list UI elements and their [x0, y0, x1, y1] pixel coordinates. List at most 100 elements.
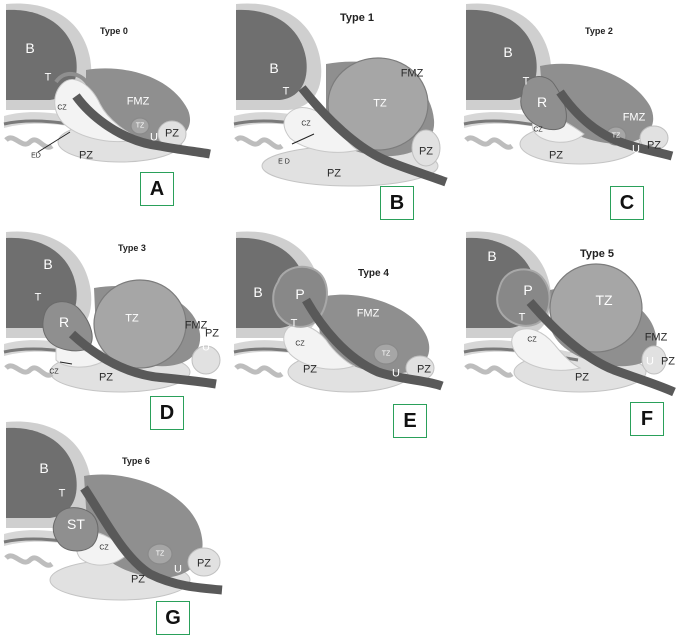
bladder	[6, 427, 77, 518]
anatomy-diagram	[233, 3, 448, 187]
urethra	[526, 299, 676, 397]
label-pz-bottom: PZ	[574, 371, 590, 384]
label-b: B	[25, 40, 35, 56]
transition-zone	[147, 543, 173, 565]
label-ed: ED	[31, 152, 41, 160]
label-b: B	[43, 256, 53, 272]
panel-letter-c: C	[610, 186, 644, 220]
ed-leader-line	[291, 133, 315, 145]
panel-letter-a: A	[140, 172, 174, 206]
label-pz-bottom: PZ	[326, 167, 342, 180]
label-pz-bottom: PZ	[302, 363, 318, 376]
label-t: T	[282, 85, 290, 98]
transition-zone	[373, 343, 399, 365]
label-pz-bottom: PZ	[130, 573, 146, 586]
label-u: U	[646, 355, 654, 368]
panel-title: Type 5	[580, 248, 615, 260]
label-fmz: FMZ	[202, 531, 226, 544]
label-b: B	[39, 460, 49, 476]
label-r: R	[58, 314, 70, 330]
panel-letter-b: B	[380, 186, 414, 220]
anatomy-diagram	[463, 3, 674, 165]
panel-title: Type 0	[100, 26, 128, 36]
label-b: B	[487, 248, 497, 264]
cz-leader-line	[59, 361, 73, 365]
label-pz-right: PZ	[418, 145, 434, 158]
urethra	[298, 85, 448, 187]
urethra	[80, 485, 223, 595]
label-r: R	[536, 94, 548, 110]
subtrigonal-lobe-st	[52, 507, 99, 552]
label-fmz: FMZ	[126, 95, 150, 108]
seminal-vesicle-coil	[4, 553, 54, 568]
label-cz: CZ	[301, 120, 311, 128]
panel-title: Type 3	[118, 243, 146, 253]
peripheral-zone-right	[411, 129, 441, 167]
panel-letter-f: F	[630, 402, 664, 436]
label-pz-right: PZ	[660, 355, 676, 368]
trigone-outline	[54, 72, 90, 86]
label-t: T	[518, 311, 526, 324]
panel-title: Type 4	[358, 268, 389, 279]
label-st: ST	[67, 516, 85, 532]
label-tz: TZ	[611, 132, 621, 140]
anatomy-diagram	[3, 421, 223, 601]
seminal-vesicle-coil	[234, 363, 284, 378]
peripheral-zone-right	[187, 547, 221, 577]
label-pz-right: PZ	[164, 127, 180, 140]
label-fmz: FMZ	[644, 331, 668, 344]
panel-title: Type 1	[340, 12, 375, 24]
label-u: U	[150, 131, 158, 144]
label-t: T	[290, 317, 298, 330]
seminal-vesicle-coil	[234, 135, 284, 150]
label-u: U	[202, 341, 210, 354]
ed-leader-line	[37, 131, 71, 153]
urethra	[302, 297, 444, 391]
bladder	[236, 9, 307, 100]
label-tz: TZ	[381, 350, 391, 358]
transition-zone	[93, 279, 187, 369]
urethra	[556, 89, 674, 161]
central-zone	[283, 324, 356, 370]
label-tz: TZ	[595, 292, 613, 308]
label-cz: CZ	[57, 104, 67, 112]
label-pz-bottom: PZ	[548, 149, 564, 162]
seminal-vesicle-coil	[4, 135, 54, 150]
label-pz-bottom: PZ	[98, 371, 114, 384]
label-b: B	[503, 44, 513, 60]
label-pz-right: PZ	[204, 327, 220, 340]
label-cz: CZ	[49, 368, 59, 376]
anatomy-diagram	[463, 231, 676, 397]
label-u: U	[174, 563, 182, 576]
anatomy-diagram	[3, 3, 211, 163]
label-b: B	[269, 60, 279, 76]
panel-letter-g: G	[156, 601, 190, 635]
label-cz: CZ	[295, 340, 305, 348]
label-fmz: FMZ	[400, 67, 424, 80]
transition-zone	[130, 117, 150, 135]
label-p: P	[523, 282, 533, 298]
label-cz: CZ	[99, 544, 109, 552]
central-zone	[511, 328, 582, 371]
label-t: T	[44, 71, 52, 84]
urethra	[72, 93, 211, 159]
panel-letter-d: D	[150, 396, 184, 430]
label-pz-right: PZ	[416, 363, 432, 376]
median-lobe-r	[520, 76, 567, 131]
label-cz: CZ	[527, 336, 537, 344]
label-fmz: FMZ	[622, 111, 646, 124]
anatomy-diagram	[233, 231, 444, 393]
peripheral-zone-right	[641, 345, 667, 375]
transition-zone	[549, 263, 643, 353]
panel-letter-e: E	[393, 404, 427, 438]
seminal-vesicle-coil	[464, 363, 514, 378]
anatomy-diagram	[3, 231, 221, 393]
label-pz-right: PZ	[646, 139, 662, 152]
seminal-vesicle-coil	[464, 135, 514, 150]
